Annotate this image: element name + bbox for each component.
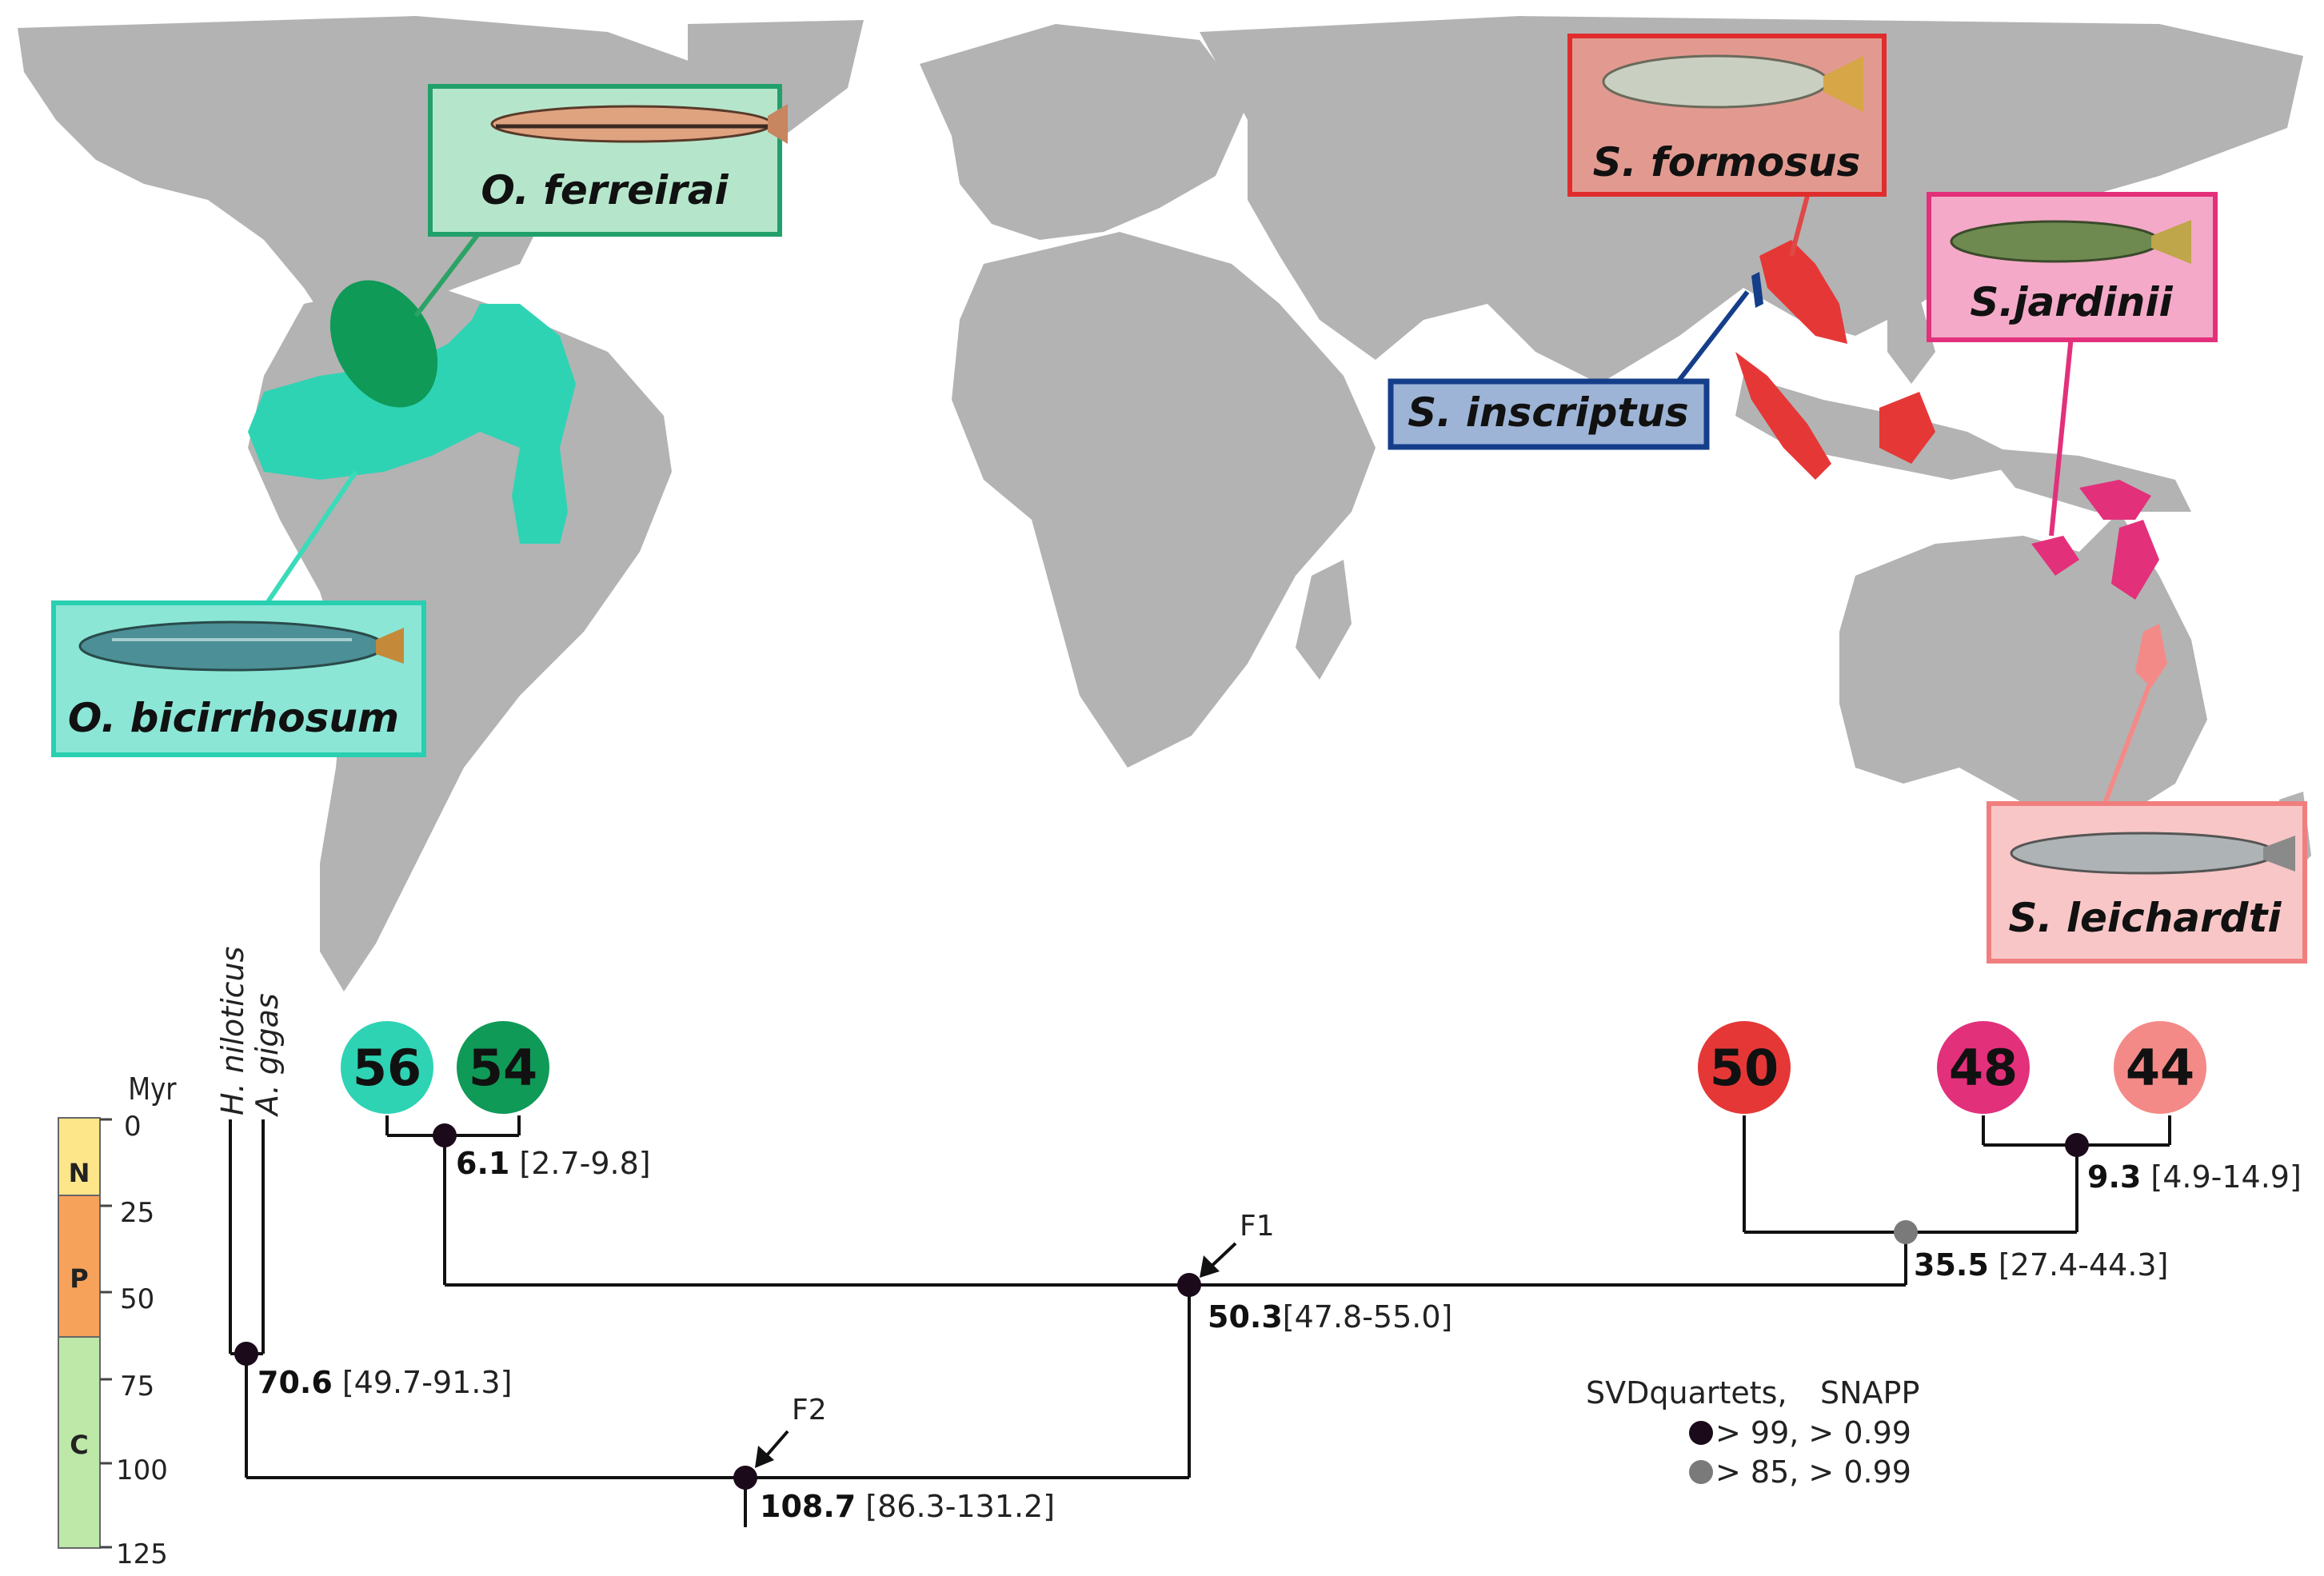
- node-jardinii-leichardti: [2065, 1133, 2089, 1157]
- callout-bicirrhosum: [262, 470, 358, 609]
- chromosome-num-bicirrhosum: 56: [353, 1039, 421, 1097]
- fish-image-jardinii: [1950, 220, 2191, 264]
- chromosome-circle-ferreirai: [457, 1021, 549, 1114]
- chromosome-num-leichardti: 44: [2126, 1039, 2194, 1097]
- legend-row-mid: > 85, > 0.99: [1715, 1454, 1911, 1490]
- node-f1: [1177, 1273, 1201, 1297]
- label-box-leichardti: [1987, 801, 2307, 964]
- calibration-f2: F2: [755, 1394, 827, 1468]
- legend-method-svdquartets: SVDquartets,: [1586, 1375, 1787, 1410]
- range-jardinii: [2031, 480, 2159, 600]
- period-bar-p: [58, 1195, 101, 1338]
- node-root: [733, 1466, 757, 1490]
- period-label-n: N: [69, 1158, 90, 1188]
- landmass-europe: [920, 24, 1248, 240]
- age-label-scleropages: 35.5 [27.4-44.3]: [1914, 1247, 2168, 1283]
- node-outgroup: [234, 1342, 258, 1366]
- legend-row-high: > 99, > 0.99: [1715, 1415, 1911, 1450]
- time-axis-unit: Myr: [128, 1072, 177, 1107]
- range-bicirrhosum: [248, 304, 576, 544]
- chromosome-circle-bicirrhosum: [341, 1021, 433, 1114]
- label-text-leichardti: S. leichardti: [2008, 895, 2282, 941]
- tick-label-100: 100: [116, 1454, 168, 1486]
- fish-image-formosus: [1602, 54, 1863, 112]
- world-map: [18, 16, 2311, 991]
- callout-lines: [262, 195, 2154, 809]
- label-bicirrhosum: O. bicirrhosum: [51, 600, 426, 757]
- outgroup-label-niloticus: H. niloticus: [215, 947, 250, 1115]
- distribution-ranges: [248, 240, 2167, 688]
- time-axis: Myr N P C 0 25 50 75 100 125: [58, 1072, 177, 1570]
- period-label-c: C: [70, 1430, 88, 1460]
- landmass-philippines: [1887, 296, 1935, 384]
- chromosome-circle-jardinii: [1937, 1021, 2030, 1114]
- period-label-p: P: [70, 1263, 88, 1294]
- label-text-jardinii: S.jardinii: [1970, 279, 2173, 325]
- callout-ferreirai: [413, 230, 482, 317]
- time-ticks: [100, 1118, 112, 1549]
- label-box-inscriptus: [1388, 378, 1710, 450]
- landmass-madagascar: [1296, 560, 1352, 680]
- arrow-head-f1: [1200, 1255, 1220, 1278]
- label-jardinii: S.jardinii: [1927, 192, 2218, 342]
- tick-label-25: 25: [120, 1197, 154, 1229]
- label-ferreirai: O. ferreirai: [428, 84, 788, 237]
- period-bar-c: [58, 1336, 101, 1549]
- label-text-ferreirai: O. ferreirai: [481, 167, 729, 213]
- node-osteo: [433, 1123, 457, 1147]
- legend-method-snapp: SNAPP: [1820, 1375, 1919, 1410]
- callout-formosus: [1789, 195, 1810, 257]
- label-text-bicirrhosum: O. bicirrhosum: [68, 695, 399, 741]
- tick-label-125: 125: [116, 1538, 168, 1570]
- fish-image-ferreirai: [490, 104, 788, 144]
- range-formosus-borneo: [1879, 392, 1935, 464]
- legend-dot-high: [1689, 1421, 1713, 1445]
- label-inscriptus: S. inscriptus: [1388, 378, 1710, 450]
- age-label-f1: 50.3[47.8-55.0]: [1208, 1299, 1452, 1335]
- calibration-label-f2: F2: [792, 1394, 827, 1426]
- tick-label-75: 75: [120, 1371, 154, 1402]
- calibration-f1: F1: [1200, 1210, 1275, 1278]
- outgroup-label-gigas: A. gigas: [250, 993, 285, 1118]
- range-leichardti: [2135, 624, 2167, 688]
- chromosome-num-formosus: 50: [1710, 1039, 1779, 1097]
- landmass-new-guinea: [1983, 448, 2191, 512]
- arrow-head-f2: [755, 1446, 774, 1468]
- legend-dot-mid: [1689, 1460, 1713, 1484]
- label-leichardti: S. leichardti: [1987, 801, 2307, 964]
- calibration-label-f1: F1: [1240, 1210, 1275, 1243]
- callout-jardinii: [2049, 335, 2074, 537]
- range-inscriptus: [1751, 272, 1763, 308]
- landmass-asia: [1200, 16, 2303, 384]
- age-label-root: 108.7 [86.3-131.2]: [760, 1489, 1055, 1524]
- age-label-outgroup: 70.6 [49.7-91.3]: [258, 1365, 512, 1400]
- age-label-osteo: 6.1 [2.7-9.8]: [456, 1146, 651, 1181]
- label-box-jardinii: [1927, 192, 2218, 342]
- support-nodes: [234, 1123, 2089, 1490]
- label-text-formosus: S. formosus: [1593, 139, 1861, 186]
- chromosome-circle-formosus: [1698, 1021, 1791, 1114]
- landmass-australia: [1839, 512, 2207, 824]
- fish-image-leichardti: [2010, 832, 2295, 875]
- label-text-inscriptus: S. inscriptus: [1408, 389, 1688, 436]
- chromosome-circles: 56 54 50 48 44: [341, 1021, 2206, 1114]
- node-scleropages: [1894, 1220, 1918, 1244]
- tick-label-50: 50: [120, 1283, 154, 1315]
- chromosome-circle-leichardti: [2114, 1021, 2206, 1114]
- tick-label-0: 0: [124, 1111, 142, 1143]
- range-formosus: [1759, 240, 1847, 344]
- age-label-jardinii-leichardti: 9.3 [4.9-14.9]: [2087, 1159, 2302, 1195]
- range-formosus-sumatra: [1735, 352, 1831, 480]
- support-legend: SVDquartets, SNAPP > 99, > 0.99 > 85, > …: [1586, 1375, 1919, 1490]
- range-ferreirai: [329, 280, 438, 408]
- landmass-africa: [952, 232, 1376, 768]
- label-formosus: S. formosus: [1567, 34, 1887, 197]
- chromosome-num-jardinii: 48: [1949, 1039, 2018, 1097]
- chromosome-num-ferreirai: 54: [469, 1039, 537, 1097]
- fish-image-bicirrhosum: [78, 620, 404, 672]
- callout-leichardti: [2101, 678, 2154, 809]
